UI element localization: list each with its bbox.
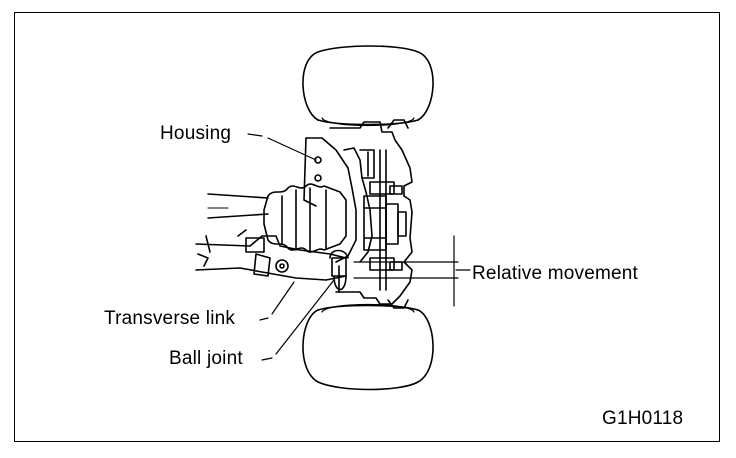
- hub: [363, 195, 407, 251]
- lower-tire: [302, 303, 434, 391]
- drive-shaft: [207, 183, 347, 253]
- figure-frame: [14, 12, 720, 442]
- leader-lines: [247, 133, 335, 361]
- housing-label: Housing: [160, 123, 232, 144]
- transverse-link-label: Transverse link: [104, 308, 236, 329]
- ball-joint: [329, 249, 349, 293]
- relative-movement-dimension: [353, 235, 471, 307]
- relative-movement-label: Relative movement: [472, 263, 639, 284]
- figure-code: G1H0118: [602, 408, 684, 429]
- upper-tire: [302, 45, 434, 127]
- transverse-link: [195, 229, 347, 281]
- ball-joint-label: Ball joint: [169, 348, 243, 369]
